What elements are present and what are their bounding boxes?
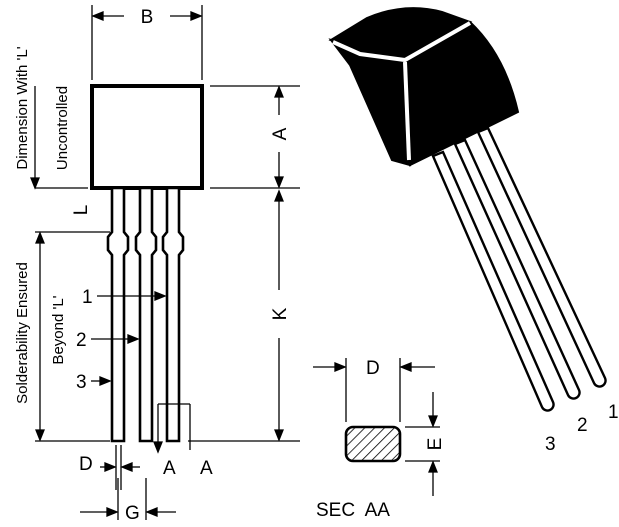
section-label-a-left: A xyxy=(163,458,176,479)
dimension-b xyxy=(91,5,203,80)
perspective-leads xyxy=(431,126,607,412)
dimension-d-section xyxy=(313,358,435,422)
package-body-round-face xyxy=(403,20,520,167)
dimension-label-d-section: D xyxy=(366,358,380,379)
front-leads xyxy=(106,186,185,443)
note-solderability-ensured: Solderability Ensured xyxy=(14,262,31,404)
perspective-pin-label-3: 3 xyxy=(545,434,556,455)
pin-callout-1-leader xyxy=(97,291,167,301)
dimension-label-e: E xyxy=(425,438,446,451)
section-label-a-right: A xyxy=(200,458,213,479)
dimension-k xyxy=(188,189,300,442)
perspective-pin-label-1: 1 xyxy=(608,402,619,423)
section-aa-view: D E SEC AA xyxy=(313,358,446,521)
dimension-label-g: G xyxy=(125,503,140,522)
perspective-view: 1 2 3 xyxy=(328,7,619,455)
dimension-d-lead xyxy=(100,445,140,490)
section-title: SEC AA xyxy=(316,500,390,521)
section-cut-marks xyxy=(153,403,191,454)
dimension-label-b: B xyxy=(141,7,154,28)
package-body-front xyxy=(90,84,204,190)
package-body-highlights xyxy=(332,21,471,161)
front-lead-3 xyxy=(106,186,130,443)
note-uncontrolled: Uncontrolled xyxy=(54,86,71,170)
note-beyond-l: Beyond 'L' xyxy=(50,295,67,364)
perspective-pin-label-2: 2 xyxy=(577,415,588,436)
front-lead-1 xyxy=(161,186,185,443)
front-lead-2 xyxy=(134,186,158,443)
pin-callout-2: 2 xyxy=(76,330,87,351)
dimension-label-d-lead: D xyxy=(79,454,93,475)
perspective-lead-1 xyxy=(476,126,607,388)
pin-callout-3-leader xyxy=(91,376,112,386)
pin-callout-3: 3 xyxy=(76,372,87,393)
perspective-lead-2 xyxy=(453,138,581,400)
dimension-a xyxy=(210,85,300,189)
package-body-top xyxy=(328,7,473,62)
solderability-bracket xyxy=(35,231,110,442)
front-view: B A K L Dimension With 'L' Uncontr xyxy=(14,5,300,524)
dimension-with-l-bracket xyxy=(30,86,88,190)
dimension-label-a: A xyxy=(270,127,291,140)
pin-callout-1: 1 xyxy=(82,287,93,308)
dimension-g xyxy=(80,478,176,520)
section-lead-cross-section xyxy=(344,425,402,463)
dimension-e xyxy=(405,392,440,496)
note-dimension-with-l: Dimension With 'L' xyxy=(14,46,31,169)
pin-callout-2-leader xyxy=(91,334,140,344)
perspective-lead-3 xyxy=(431,150,555,412)
dimension-label-k: K xyxy=(270,307,291,320)
dimension-label-l: L xyxy=(71,205,92,216)
